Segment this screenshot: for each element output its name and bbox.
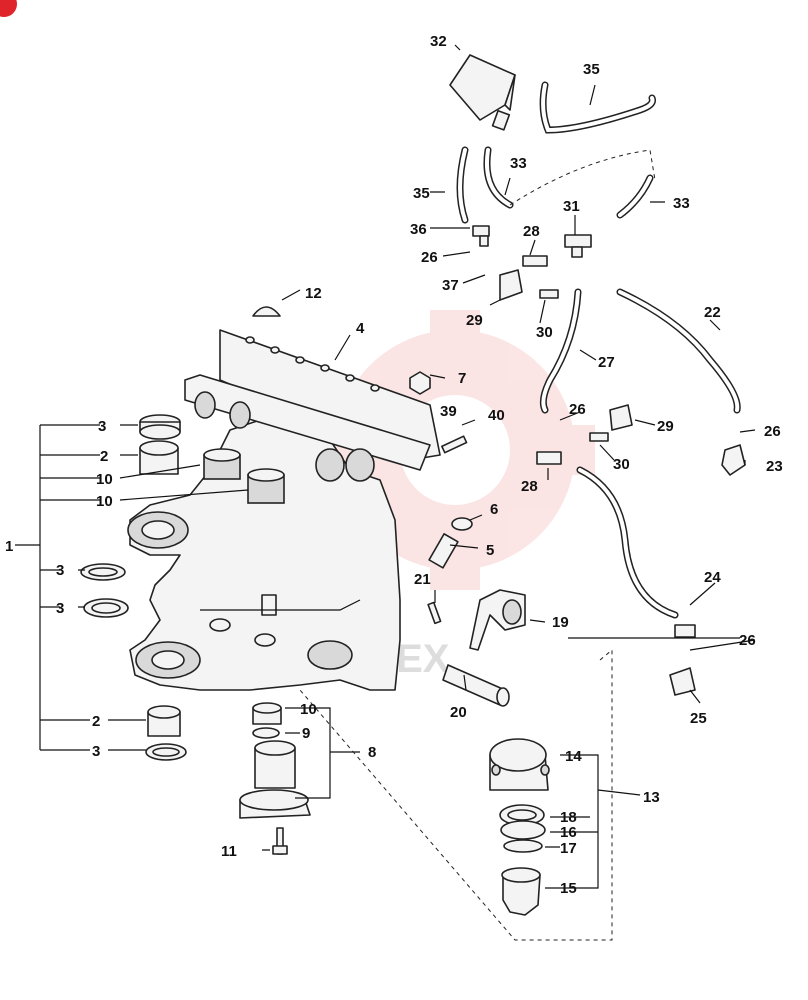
seal-9 [252, 727, 280, 739]
valve-body-15 [501, 867, 541, 916]
bolt-5 [428, 533, 459, 569]
label-37: 37 [442, 277, 459, 294]
label-35b: 35 [413, 185, 430, 202]
label-17: 17 [560, 840, 577, 857]
bolt-30-lower [589, 432, 609, 442]
label-27: 27 [598, 354, 615, 371]
label-35a: 35 [583, 61, 600, 78]
bolt-30-upper [539, 289, 559, 299]
bushing-2-lower [147, 705, 181, 737]
corner-badge [0, 0, 17, 17]
washer-6 [451, 517, 473, 531]
label-2b: 2 [92, 713, 100, 730]
label-23: 23 [766, 458, 783, 475]
fitting-23 [721, 444, 746, 476]
label-14: 14 [565, 748, 582, 765]
axle-support-frame [127, 419, 401, 691]
seal-3-lower [145, 743, 187, 761]
label-11: 11 [221, 843, 237, 860]
label-12: 12 [305, 285, 322, 302]
label-32: 32 [430, 33, 447, 50]
label-6: 6 [490, 501, 498, 518]
valve-cap-14 [489, 738, 550, 791]
label-4: 4 [356, 320, 365, 337]
label-21: 21 [414, 571, 431, 588]
spindle-housing-8 [239, 740, 311, 819]
label-26b: 26 [569, 401, 586, 418]
label-26c: 26 [764, 423, 781, 440]
tee-31 [564, 234, 592, 258]
label-10c: 10 [300, 701, 317, 718]
seal-3-mid-b [83, 598, 129, 618]
label-30a: 30 [536, 324, 553, 341]
label-20: 20 [450, 704, 467, 721]
clamp-29-lower [609, 404, 633, 431]
plug-12 [252, 306, 281, 317]
label-13: 13 [643, 789, 660, 806]
fitting-28-upper [522, 255, 548, 267]
seal-3-mid-a [80, 563, 126, 581]
label-28b: 28 [521, 478, 538, 495]
label-31: 31 [563, 198, 580, 215]
label-29b: 29 [657, 418, 674, 435]
solenoid-32 [449, 54, 516, 131]
hose-33 [483, 146, 656, 219]
callout-labels: 1 3 2 10 10 3 3 2 3 12 4 7 39 40 6 5 21 … [5, 33, 783, 897]
label-16: 16 [560, 824, 577, 841]
bolt-40 [441, 435, 468, 454]
label-3d: 3 [92, 743, 100, 760]
label-28a: 28 [523, 223, 540, 240]
label-8: 8 [368, 744, 376, 761]
label-15: 15 [560, 880, 577, 897]
leader-lines [15, 44, 756, 941]
valve-ring-18 [499, 804, 545, 826]
hose-22 [616, 288, 741, 414]
label-2a: 2 [100, 448, 108, 465]
label-24: 24 [704, 569, 721, 586]
valve-ring-16 [500, 820, 546, 840]
label-1: 1 [5, 538, 13, 555]
label-22: 22 [704, 304, 721, 321]
label-3a: 3 [98, 418, 106, 435]
label-26d: 26 [739, 632, 756, 649]
label-33a: 33 [510, 155, 527, 172]
pin-20 [442, 664, 510, 707]
label-39: 39 [440, 403, 457, 420]
label-9: 9 [302, 725, 310, 742]
fitting-36 [472, 225, 490, 247]
label-33b: 33 [673, 195, 690, 212]
label-18: 18 [560, 809, 577, 826]
bushing-seal-3-upper [139, 414, 181, 440]
label-26a: 26 [421, 249, 438, 266]
bushing-10-upper-a [203, 448, 241, 480]
label-30b: 30 [613, 456, 630, 473]
label-10b: 10 [96, 493, 113, 510]
lever-19 [469, 589, 526, 651]
oring-17 [503, 839, 543, 853]
clamp-29-upper [499, 269, 523, 301]
label-5: 5 [486, 542, 494, 559]
bolt-11 [272, 827, 288, 855]
hose-24 [576, 466, 696, 638]
label-3b: 3 [56, 562, 64, 579]
label-25: 25 [690, 710, 707, 727]
bolt-21 [427, 601, 442, 625]
hose-35 [456, 81, 656, 224]
label-7: 7 [458, 370, 466, 387]
upper-bracket [184, 329, 441, 482]
bushing-10-lower [252, 702, 282, 725]
label-10a: 10 [96, 471, 113, 488]
label-19: 19 [552, 614, 569, 631]
hose-27 [539, 288, 582, 414]
label-29a: 29 [466, 312, 483, 329]
elbow-25 [669, 667, 696, 696]
label-3c: 3 [56, 600, 64, 617]
bushing-10-upper-b [247, 468, 285, 504]
label-36: 36 [410, 221, 427, 238]
label-40: 40 [488, 407, 505, 424]
tee-28-lower [536, 451, 562, 465]
nut-7 [409, 371, 431, 395]
